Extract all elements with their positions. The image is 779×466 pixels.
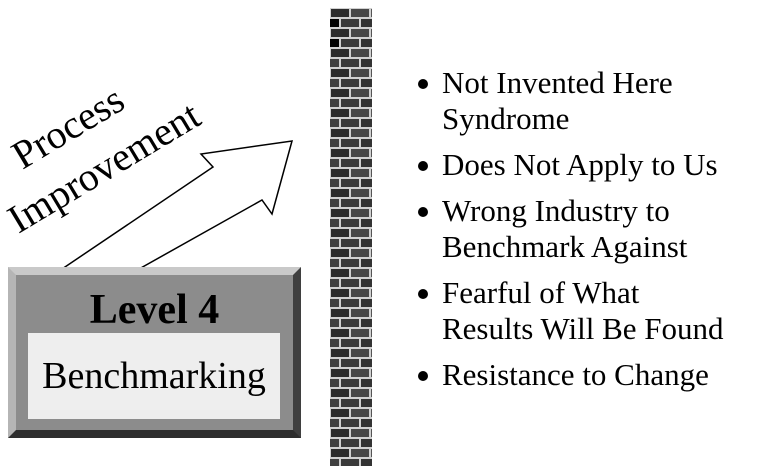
barrier-item: Wrong Industry to Benchmark Against [416, 193, 724, 265]
level-name: Benchmarking [42, 355, 266, 397]
barrier-list: Not Invented Here Syndrome Does Not Appl… [416, 65, 724, 403]
barrier-text: Results Will Be Found [442, 311, 724, 346]
bullet-icon [418, 79, 428, 89]
barrier-text: Wrong Industry to [442, 193, 670, 228]
barrier-text: Syndrome [442, 101, 570, 136]
barrier-item: Not Invented Here Syndrome [416, 65, 724, 137]
barrier-item: Resistance to Change [416, 357, 724, 393]
process-improvement-arrow [59, 140, 294, 270]
brick-wall [330, 8, 372, 466]
barrier-text: Does Not Apply to Us [442, 147, 718, 182]
bullet-icon [418, 161, 428, 171]
level-4-box: Level 4 Benchmarking [8, 267, 301, 438]
bullet-icon [418, 371, 428, 381]
level-name-panel: Benchmarking [28, 333, 280, 419]
barrier-item: Does Not Apply to Us [416, 147, 724, 183]
barrier-item: Fearful of What Results Will Be Found [416, 275, 724, 347]
level-title: Level 4 [89, 287, 220, 333]
barrier-text: Resistance to Change [442, 357, 709, 392]
bullet-icon [418, 289, 428, 299]
barrier-text: Fearful of What [442, 275, 640, 310]
barrier-text: Not Invented Here [442, 65, 673, 100]
bullet-icon [418, 207, 428, 217]
barrier-text: Benchmark Against [442, 229, 688, 264]
